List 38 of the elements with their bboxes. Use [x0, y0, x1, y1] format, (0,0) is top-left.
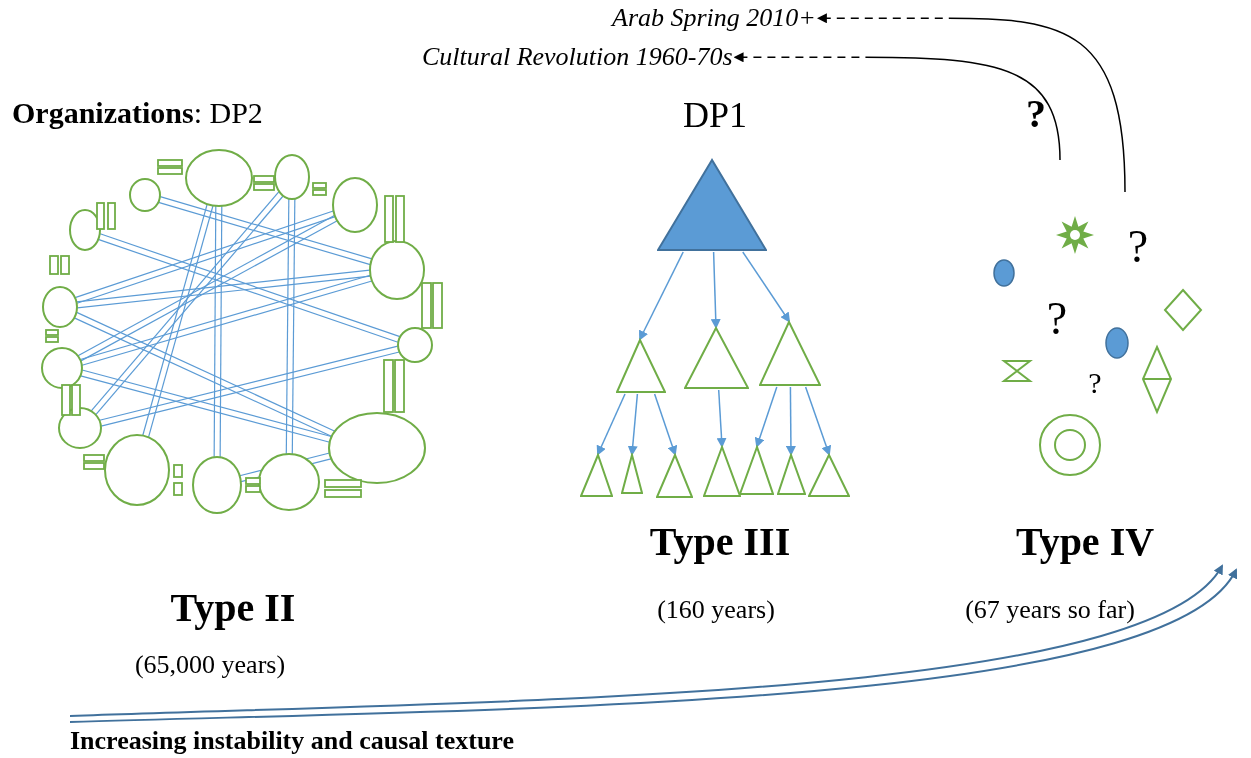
outlined-triangle [580, 453, 613, 497]
type-heading: Type IV [1015, 520, 1155, 564]
question-mark: ? [1127, 222, 1149, 273]
arrow [754, 386, 778, 448]
outlined-triangle [703, 445, 741, 497]
arrow [816, 13, 1126, 193]
outlined-triangle [621, 453, 643, 494]
outlined-triangle [684, 326, 749, 389]
arrow [710, 251, 721, 329]
arrow [804, 386, 832, 456]
question-mark: ? [1088, 366, 1102, 399]
dp-label: DP1 [683, 96, 747, 136]
outlined-triangle [739, 445, 774, 495]
org-label: Organizations: DP2 [12, 96, 263, 129]
arrow [716, 389, 727, 448]
arrow [742, 251, 791, 323]
outlined-triangle [656, 453, 693, 498]
type-heading: Type II [170, 586, 296, 630]
arrow [733, 52, 1061, 161]
event-label: Cultural Revolution 1960-70s [422, 43, 733, 72]
arrow [653, 393, 678, 456]
outlined-triangle [616, 338, 666, 393]
outlined-triangle [777, 453, 806, 495]
duration-label: (67 years so far) [965, 596, 1135, 625]
axis-caption: Increasing instability and causal texture [70, 727, 514, 756]
duration-label: (65,000 years) [134, 651, 286, 680]
arrow [596, 393, 626, 456]
arrow [639, 251, 684, 341]
filled-triangle [657, 158, 767, 251]
event-label: Arab Spring 2010+ [612, 4, 816, 33]
question-mark: ? [1026, 92, 1046, 136]
arrow [627, 393, 639, 456]
outlined-triangle [808, 453, 850, 497]
duration-label: (160 years) [657, 596, 775, 625]
outlined-triangle [759, 320, 821, 386]
arrow [785, 386, 796, 456]
question-mark: ? [1046, 294, 1068, 345]
type-heading: Type III [649, 520, 791, 564]
